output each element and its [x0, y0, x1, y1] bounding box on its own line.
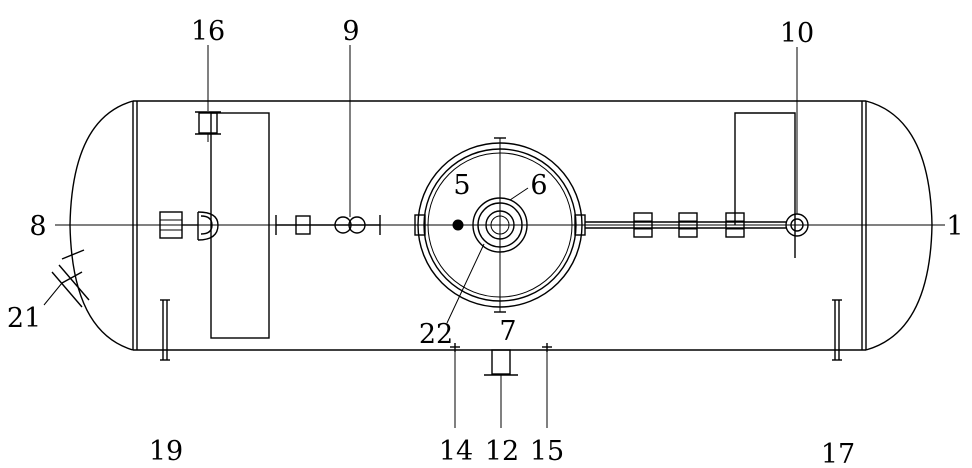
connector-14 — [450, 343, 460, 428]
label-17: 17 — [821, 439, 855, 468]
label-15: 15 — [530, 436, 564, 467]
manhole-assembly — [414, 137, 586, 313]
label-7: 7 — [499, 316, 516, 347]
bottom-nozzle-12 — [484, 349, 518, 428]
left-baffle-plate — [210, 112, 270, 339]
connector-15 — [542, 343, 552, 428]
label-16: 16 — [191, 16, 225, 47]
label-19: 19 — [149, 436, 183, 467]
right-pipe-valves — [585, 47, 809, 238]
side-nozzle-21 — [51, 249, 90, 308]
label-9: 9 — [342, 16, 359, 47]
label-21: 21 — [7, 303, 41, 334]
right-baffle-plate — [734, 112, 796, 258]
label-12: 12 — [485, 436, 519, 467]
label-8: 8 — [29, 211, 46, 242]
valve-assembly-9 — [275, 45, 381, 235]
label-10: 10 — [780, 18, 814, 49]
label-1: 1 — [946, 211, 963, 242]
label-5: 5 — [453, 170, 470, 201]
leader-line-6 — [509, 187, 529, 201]
label-22: 22 — [419, 319, 453, 350]
label-14: 14 — [439, 436, 473, 467]
top-nozzle-16 — [195, 111, 221, 142]
internal-pipe-19 — [160, 299, 170, 361]
leader-line-21 — [43, 282, 63, 306]
internal-pipe-17 — [832, 299, 842, 361]
leader-line-22 — [446, 243, 485, 324]
left-inlet-fitting — [159, 211, 219, 241]
label-6: 6 — [530, 170, 547, 201]
